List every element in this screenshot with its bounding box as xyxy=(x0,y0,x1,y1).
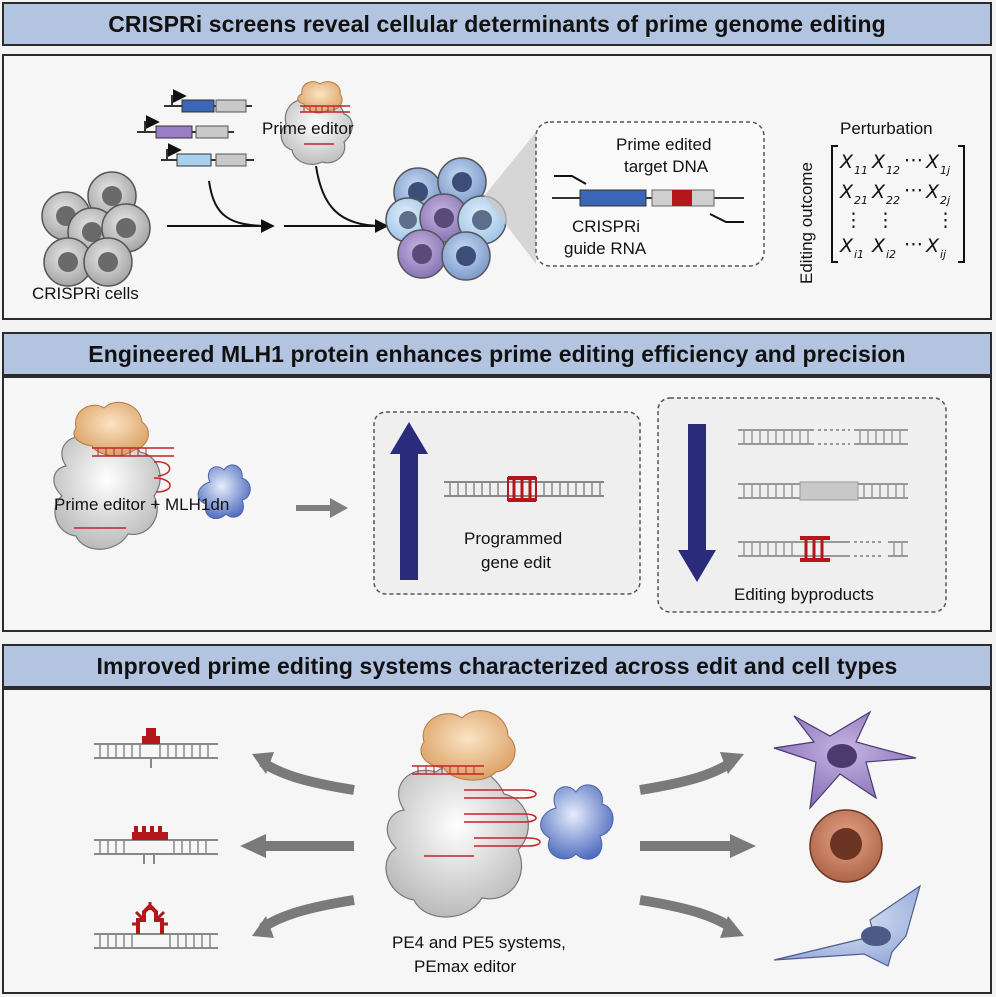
arrow-left-3 xyxy=(259,895,355,933)
m-x2j: X xyxy=(925,181,940,203)
m-x22-sub: 22 xyxy=(886,194,900,207)
m-dots-3: ⋯ xyxy=(904,233,923,255)
cell-type-fibroblast-icon xyxy=(773,884,922,967)
crispri-cells-label: CRISPRi cells xyxy=(32,284,139,303)
m-xi1-sub: i1 xyxy=(854,248,864,261)
prime-editor-complex-icon xyxy=(53,401,174,550)
byproducts-label: Editing byproducts xyxy=(734,585,874,604)
panel2-diagram: Prime editor + MLH1dn Programmed gene ed… xyxy=(53,397,947,613)
panel1-diagram: CRISPRi cells Prime editor xyxy=(32,81,965,303)
systems-label-2: PEmax editor xyxy=(414,957,516,976)
m-x12: X xyxy=(871,151,886,173)
editing-outcome-label: Editing outcome xyxy=(797,162,816,284)
panel1-body: CRISPRi cells Prime editor xyxy=(2,54,992,320)
m-x11-sub: 11 xyxy=(854,164,868,177)
integrated-construct-icon xyxy=(552,175,744,223)
m-xij-sub: ij xyxy=(940,248,947,261)
target-label-1: Prime edited xyxy=(616,135,711,154)
perturbation-label: Perturbation xyxy=(840,119,933,138)
byproducts-box xyxy=(657,397,947,613)
guide-label-1: CRISPRi xyxy=(572,217,640,236)
construct-box xyxy=(535,121,765,267)
byproduct-dna-2-icon xyxy=(738,481,908,501)
m-xi2: X xyxy=(871,235,886,257)
arrow-right-3 xyxy=(639,895,735,933)
panel2-title: Engineered MLH1 protein enhances prime e… xyxy=(2,332,992,376)
sgrna-library-icon xyxy=(137,89,254,167)
cell-type-neuron-icon xyxy=(773,710,917,810)
m-vdots-1: ⋮ xyxy=(844,209,863,231)
crispri-cells-icon xyxy=(41,171,151,287)
guide-label-2: guide RNA xyxy=(564,239,647,258)
m-xi2-sub: i2 xyxy=(886,248,896,261)
programmed-label-1: Programmed xyxy=(464,529,562,548)
programmed-dna-icon xyxy=(444,476,604,502)
programmed-label-2: gene edit xyxy=(481,553,551,572)
panel3-title: Improved prime editing systems character… xyxy=(2,644,992,688)
prime-editor-label: Prime editor xyxy=(262,119,354,138)
arrow-2-curve xyxy=(315,165,383,227)
mlh1dn-protein-icon-2 xyxy=(540,784,614,860)
zoom-cone xyxy=(484,132,536,264)
m-vdots-2: ⋮ xyxy=(876,209,895,231)
panel2-arrow-head xyxy=(330,498,348,518)
arrow-1-curve xyxy=(208,180,270,227)
matrix-bracket-right xyxy=(958,145,965,263)
m-x12-sub: 12 xyxy=(886,164,900,177)
edited-cells-icon xyxy=(385,157,507,281)
m-dots-2: ⋯ xyxy=(904,179,923,201)
m-x2j-sub: 2j xyxy=(940,194,951,207)
down-arrow-icon xyxy=(678,424,716,582)
edit-type-large-icon xyxy=(94,902,218,949)
byproduct-dna-3-icon xyxy=(738,536,908,562)
mlh1dn-protein-icon xyxy=(197,464,251,519)
panel3-body: PE4 and PE5 systems, PEmax editor xyxy=(2,688,992,994)
cell-type-round-icon xyxy=(809,809,883,883)
m-x11: X xyxy=(839,151,854,173)
m-x21: X xyxy=(839,181,854,203)
m-xij: X xyxy=(925,235,940,257)
pe-system-complex-icon xyxy=(385,710,541,918)
systems-label-1: PE4 and PE5 systems, xyxy=(392,933,566,952)
m-x1j-sub: 1j xyxy=(940,164,951,177)
programmed-edit-box xyxy=(373,411,641,595)
m-xi1: X xyxy=(839,235,854,257)
m-x1j: X xyxy=(925,151,940,173)
complex-label: Prime editor + MLH1dn xyxy=(54,495,229,514)
m-x22: X xyxy=(871,181,886,203)
arrow-left-1 xyxy=(259,757,355,795)
panel1-title: CRISPRi screens reveal cellular determin… xyxy=(2,2,992,46)
panel2-body: Prime editor + MLH1dn Programmed gene ed… xyxy=(2,376,992,632)
prime-editor-icon xyxy=(280,81,353,165)
panel3-diagram: PE4 and PE5 systems, PEmax editor xyxy=(94,710,922,976)
m-vdots-3: ⋮ xyxy=(936,209,955,231)
m-dots-1: ⋯ xyxy=(904,149,923,171)
up-arrow-icon xyxy=(390,422,428,580)
m-x21-sub: 21 xyxy=(854,194,868,207)
matrix-bracket-left xyxy=(831,145,838,263)
byproduct-dna-1-icon xyxy=(738,429,908,445)
edit-type-substitution-icon xyxy=(94,728,218,768)
target-label-2: target DNA xyxy=(624,157,709,176)
edit-type-insertion-icon xyxy=(94,826,218,864)
arrow-right-1 xyxy=(639,757,735,795)
